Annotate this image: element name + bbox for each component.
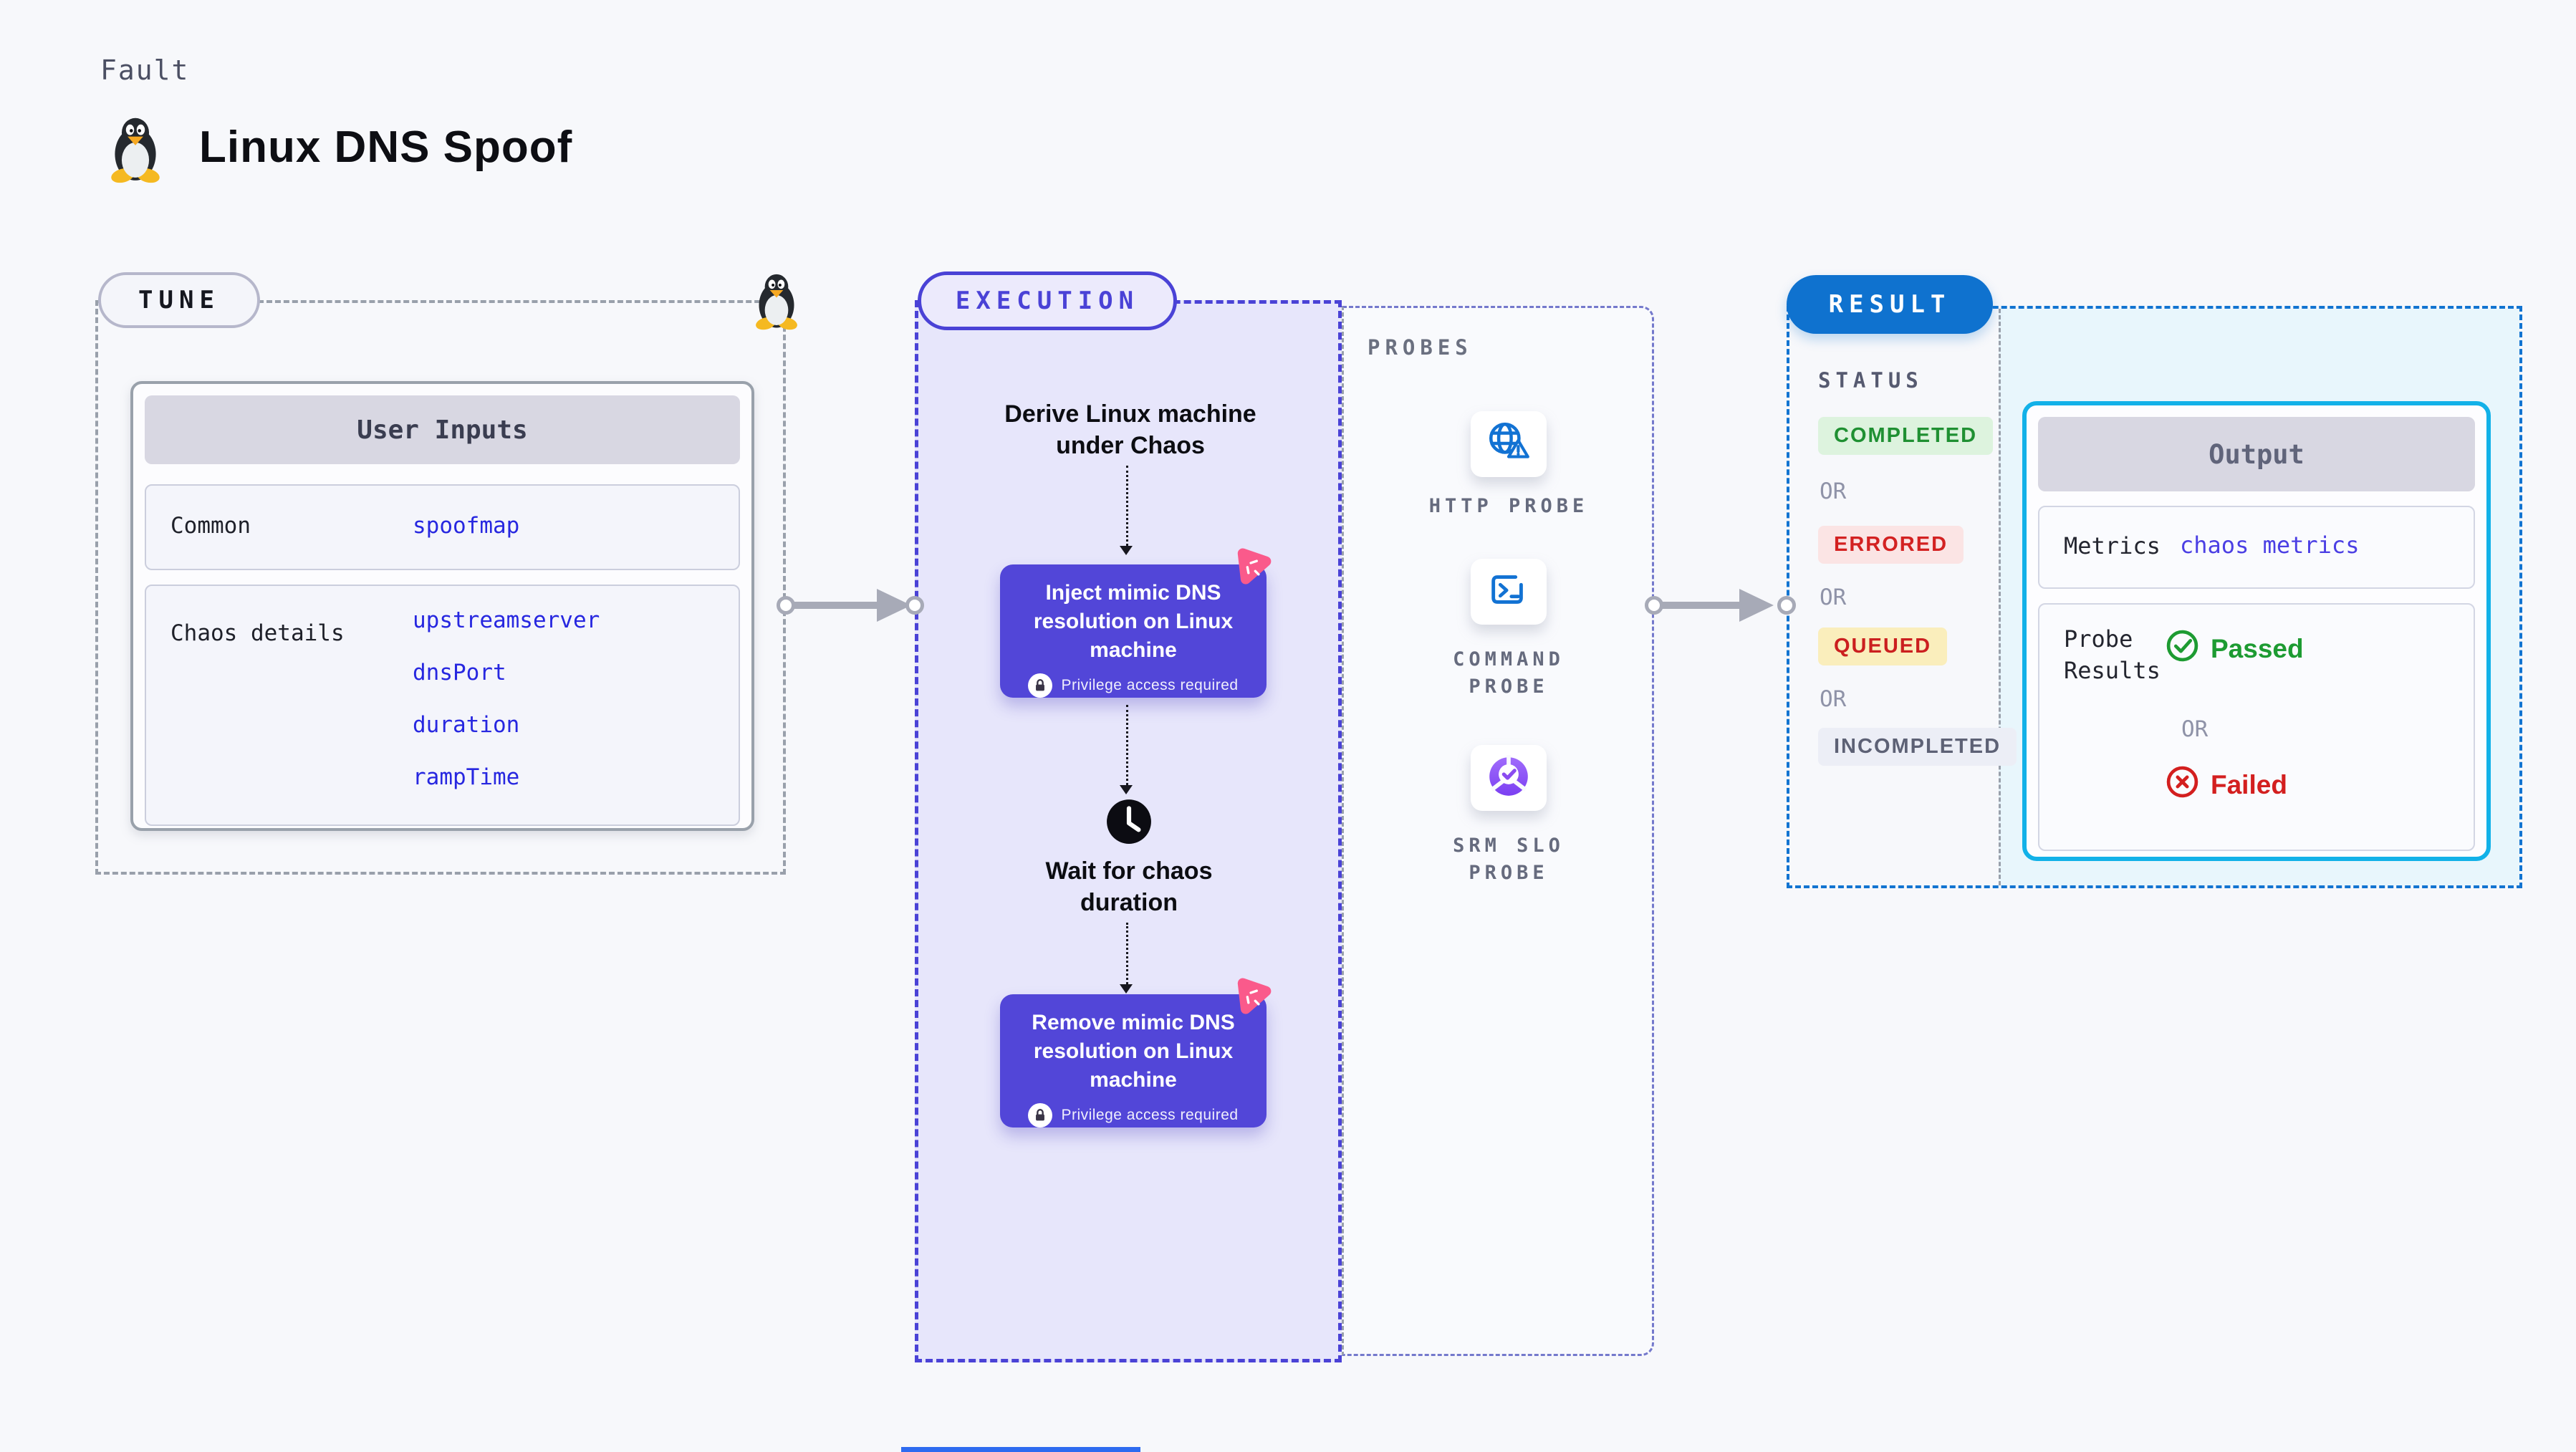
http-probe-label: HTTP PROBE xyxy=(1428,495,1589,517)
metrics-label: Metrics xyxy=(2064,532,2161,559)
slo-pie-check-icon xyxy=(1485,753,1532,804)
input-row-chaos-details: Chaos details upstreamserver dnsPort dur… xyxy=(145,585,740,826)
input-link-dnsport[interactable]: dnsPort xyxy=(413,660,506,686)
failed-label: Failed xyxy=(2211,770,2287,799)
user-inputs-card: User Inputs Common spoofmap Chaos detail… xyxy=(130,381,754,831)
or-separator: OR xyxy=(1820,585,1847,610)
connector-arrow-line xyxy=(1659,602,1746,609)
litmus-chaos-icon xyxy=(1225,542,1276,595)
or-separator: OR xyxy=(1820,479,1847,504)
srm-slo-probe-card xyxy=(1471,745,1547,811)
probe-results-row: Probe Results Passed OR F xyxy=(2038,603,2475,851)
connector-node xyxy=(777,596,795,615)
tux-icon xyxy=(750,270,803,334)
chaos-metrics-link[interactable]: chaos metrics xyxy=(2180,532,2360,559)
input-row-label: Chaos details xyxy=(170,620,345,646)
command-probe-label: COMMAND PROBE xyxy=(1453,648,1565,698)
status-badge-incompleted: INCOMPLETED xyxy=(1818,728,2017,766)
flow-arrow xyxy=(1126,466,1128,546)
flow-arrow xyxy=(1126,705,1128,785)
probes-title: PROBES xyxy=(1368,335,1473,360)
passed-verdict: Passed xyxy=(2166,629,2304,669)
input-link-duration[interactable]: duration xyxy=(413,712,520,738)
remove-chaos-text: Remove mimic DNS resolution on Linux mac… xyxy=(1032,1011,1235,1092)
litmus-chaos-icon xyxy=(1225,971,1276,1025)
tune-pill: TUNE xyxy=(98,272,260,328)
metrics-row: Metrics chaos metrics xyxy=(2038,506,2475,589)
status-title: STATUS xyxy=(1818,368,1923,393)
derive-step-text: Derive Linux machine under Chaos xyxy=(1004,400,1256,459)
or-separator: OR xyxy=(1820,686,1847,712)
user-inputs-header: User Inputs xyxy=(145,395,740,464)
connector-arrow-line xyxy=(789,602,883,609)
command-probe-card xyxy=(1471,559,1547,625)
wait-step-text: Wait for chaos duration xyxy=(1045,857,1213,916)
input-row-label: Common xyxy=(170,513,251,539)
result-pill: RESULT xyxy=(1787,275,1993,334)
lock-icon xyxy=(1028,1103,1053,1128)
flow-arrow-head xyxy=(1120,785,1133,794)
fault-kicker: Fault xyxy=(100,54,190,86)
privilege-row: Privilege access required xyxy=(1011,671,1255,700)
inject-chaos-text: Inject mimic DNS resolution on Linux mac… xyxy=(1033,581,1234,662)
privilege-label: Privilege access required xyxy=(1061,677,1239,693)
remove-chaos-box: Remove mimic DNS resolution on Linux mac… xyxy=(1000,994,1267,1128)
privilege-row: Privilege access required xyxy=(1011,1101,1255,1130)
tune-section-box xyxy=(95,300,786,875)
status-badge-queued: QUEUED xyxy=(1818,628,1948,665)
input-link-upstreamserver[interactable]: upstreamserver xyxy=(413,607,600,633)
connector-arrow-head xyxy=(1739,589,1774,622)
clock-icon xyxy=(1105,798,1153,849)
page-title: Linux DNS Spoof xyxy=(199,122,573,172)
http-probe-card xyxy=(1471,411,1547,477)
status-badge-errored: ERRORED xyxy=(1818,526,1964,564)
lock-icon xyxy=(1028,673,1053,698)
flow-arrow-head xyxy=(1120,984,1133,994)
connector-node xyxy=(1645,596,1663,615)
output-header: Output xyxy=(2038,417,2475,491)
inject-chaos-box: Inject mimic DNS resolution on Linux mac… xyxy=(1000,564,1267,698)
tux-icon xyxy=(105,113,166,187)
bottom-cropped-element xyxy=(901,1447,1140,1452)
probe-results-label: Probe Results xyxy=(2064,625,2161,684)
connector-node xyxy=(1777,596,1796,615)
terminal-icon xyxy=(1486,568,1531,616)
srm-slo-probe-label: SRM SLO PROBE xyxy=(1453,835,1565,884)
output-card: Output Metrics chaos metrics Probe Resul… xyxy=(2022,401,2491,861)
passed-label: Passed xyxy=(2211,634,2304,663)
flow-arrow-head xyxy=(1120,546,1133,555)
flow-arrow xyxy=(1126,923,1128,984)
connector-node xyxy=(905,596,924,615)
privilege-label: Privilege access required xyxy=(1061,1107,1239,1123)
status-badge-completed: COMPLETED xyxy=(1818,417,1994,455)
probes-box xyxy=(1342,306,1654,1356)
failed-verdict: Failed xyxy=(2166,765,2287,805)
input-link-spoofmap[interactable]: spoofmap xyxy=(413,513,520,539)
execution-pill: EXECUTION xyxy=(918,271,1177,330)
input-link-ramptime[interactable]: rampTime xyxy=(413,764,520,790)
globe-warning-icon xyxy=(1485,419,1532,470)
check-circle-icon xyxy=(2166,629,2199,669)
x-circle-icon xyxy=(2166,765,2199,805)
input-row-common: Common spoofmap xyxy=(145,484,740,570)
or-separator: OR xyxy=(2181,716,2209,742)
